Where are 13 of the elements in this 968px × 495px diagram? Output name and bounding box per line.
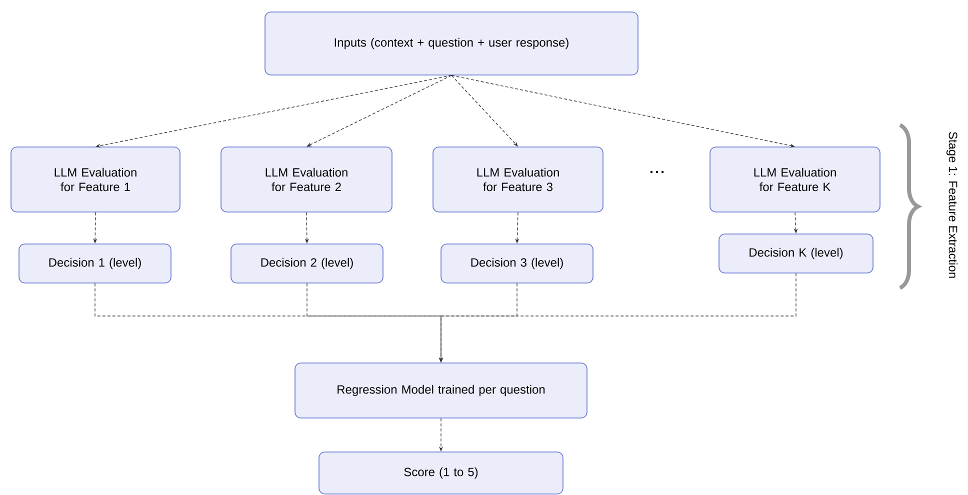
decision-box: Decision 2 (level): [230, 244, 384, 284]
decision-box: Decision K (level): [718, 234, 874, 274]
evaluation-box: LLM Evaluation for Feature K: [710, 146, 880, 212]
evaluation-box: LLM Evaluation for Feature 1: [10, 146, 180, 212]
evaluation-box: LLM Evaluation for Feature 3: [432, 146, 604, 212]
regression-box: Regression Model trained per question: [294, 362, 588, 418]
evaluation-box: LLM Evaluation for Feature 2: [220, 146, 392, 212]
decision-box: Decision 1 (level): [18, 244, 172, 284]
stage-label: Stage 1: Feature Extraction: [946, 132, 958, 278]
input-box: Inputs (context + question + user response): [264, 12, 638, 76]
decision-box: Decision 3 (level): [440, 244, 594, 284]
ellipsis: ...: [650, 170, 664, 174]
score-box: Score (1 to 5): [318, 452, 564, 494]
